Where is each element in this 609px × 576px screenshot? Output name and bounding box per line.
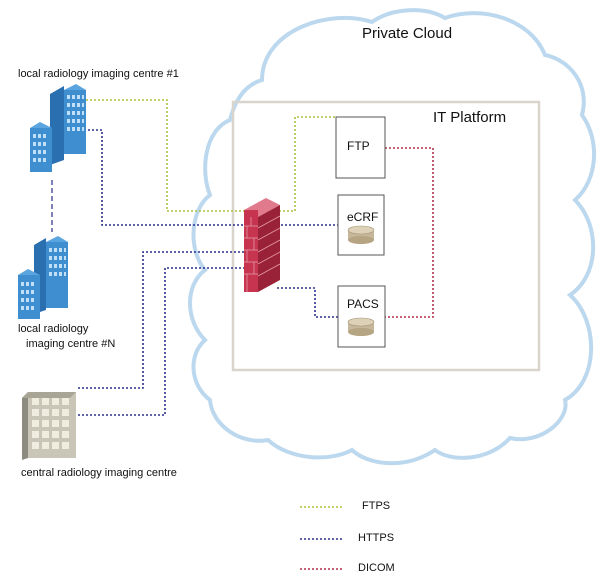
legend-https-label: HTTPS [358, 532, 395, 544]
central-centre-label: central radiology imaging centre [21, 467, 177, 479]
local-centre-1-label: local radiology imaging centre #1 [18, 68, 179, 80]
firewall-icon [244, 198, 281, 292]
pacs-server-box [337, 285, 386, 348]
ftp-server-label: FTP [347, 139, 370, 153]
ftp-server-box [335, 116, 386, 179]
legend-dicom-label: DICOM [358, 562, 395, 574]
https-connection-pacs [277, 287, 338, 318]
pacs-server-label: PACS [347, 297, 379, 311]
ftps-connection [82, 99, 336, 212]
database-icon [347, 317, 375, 336]
legend-ftps-label: FTPS [362, 500, 391, 512]
ecrf-server-label: eCRF [347, 210, 379, 224]
https-connection-central-1 [78, 251, 248, 389]
office-building-icon [22, 392, 76, 460]
database-icon [347, 225, 375, 244]
ecrf-server-box [337, 194, 385, 256]
https-connection-local [88, 129, 338, 226]
private-cloud-shape [188, 8, 597, 466]
private-cloud-label: Private Cloud [362, 25, 453, 42]
it-platform-label: IT Platform [433, 109, 507, 126]
local-centre-n-label-line2: imaging centre #N [26, 338, 116, 350]
building-icon [18, 236, 68, 319]
dicom-connection [385, 147, 434, 318]
it-platform-box [231, 100, 541, 372]
https-connection-central-2 [78, 267, 252, 416]
local-centre-n-label-line1: local radiology [18, 323, 89, 335]
building-icon [30, 84, 86, 172]
